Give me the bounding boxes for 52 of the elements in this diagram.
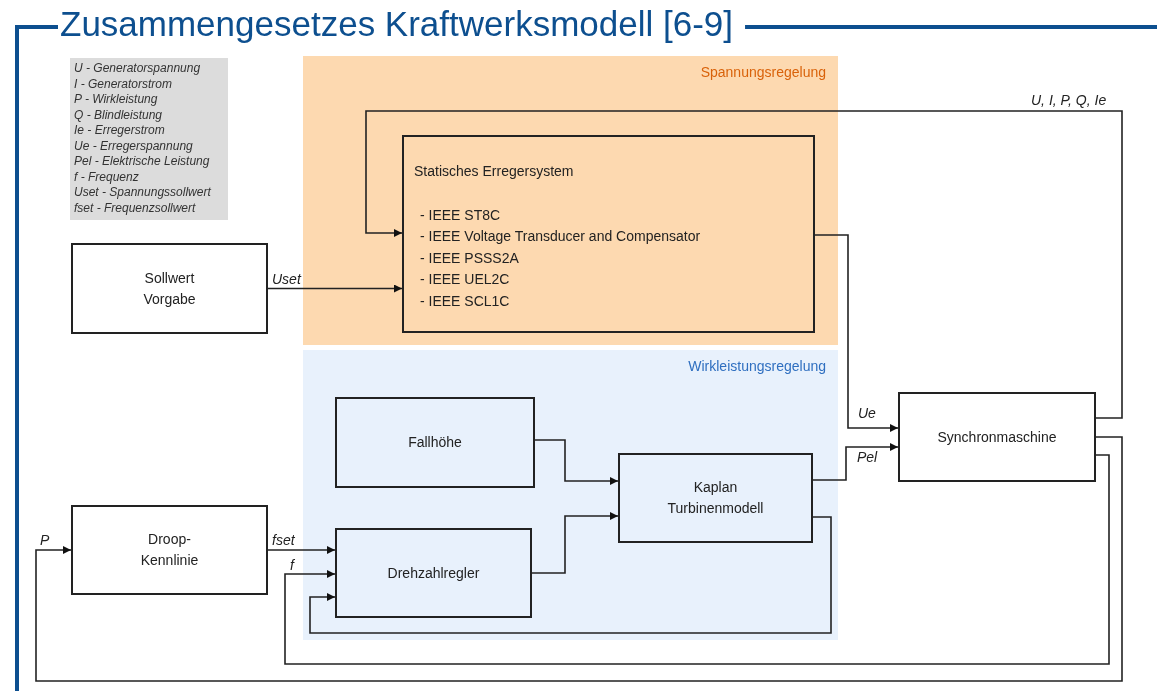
process-box xyxy=(402,135,815,333)
signal-arrow xyxy=(534,439,619,485)
process-box xyxy=(71,505,268,595)
block-label: Droop- Kennlinie xyxy=(140,530,199,570)
model-list-item: - IEEE UEL2C xyxy=(420,270,511,289)
signal-arrow xyxy=(284,454,1110,665)
signal-arrow xyxy=(812,443,899,481)
signal-label: Ue xyxy=(857,405,877,421)
signal-arrow xyxy=(267,546,336,554)
signal-label: fset xyxy=(271,532,296,548)
abbreviation-definition: I - Generatorstrom xyxy=(74,76,174,92)
abbreviation-definition: Pel - Elektrische Leistung xyxy=(74,154,211,170)
signal-arrow xyxy=(531,512,619,574)
signal-label: Uset xyxy=(271,270,302,287)
process-box xyxy=(618,453,813,543)
group-label: Spannungsregelung xyxy=(700,64,826,80)
abbreviation-definition: Uset - Spannungssollwert xyxy=(74,185,212,201)
group-label: Wirkleistungsregelung xyxy=(688,358,826,374)
abbreviation-definition: U - Generatorspannung xyxy=(74,61,202,77)
process-box xyxy=(335,528,532,618)
signal-arrow xyxy=(365,110,1123,419)
signal-arrow xyxy=(35,436,1123,682)
model-list-item: - IEEE ST8C xyxy=(420,205,502,225)
abbreviation-definition: fset - Frequenzsollwert xyxy=(74,200,197,216)
process-box xyxy=(898,392,1096,482)
model-list-item: - IEEE Voltage Transducer and Compensator xyxy=(420,227,702,246)
signal-label: f xyxy=(289,557,295,573)
title: Zusammengesetzes Kraftwerksmodell [6-9] xyxy=(60,3,734,45)
signal-arrow xyxy=(309,516,832,634)
abbreviation-definition: Q - Blindleistung xyxy=(74,107,164,123)
block-label: Drehzahlregler xyxy=(387,563,480,583)
abbreviation-definition: Ie - Erregerstrom xyxy=(74,123,166,139)
block-label: Sollwert Vorgabe xyxy=(143,268,196,309)
abbreviation-legend xyxy=(70,58,228,220)
abbreviation-definition: Ue - Erregerspannung xyxy=(74,138,194,154)
abbreviation-definition: f - Frequenz xyxy=(74,169,140,185)
block-label: Kaplan Turbinenmodell xyxy=(667,478,764,518)
signal-label: U, I, P, Q, Ie xyxy=(1030,92,1108,108)
signal-label: P xyxy=(39,532,51,548)
group-panel xyxy=(303,56,838,345)
block-title: Statisches Erregersystem xyxy=(414,162,575,181)
process-box xyxy=(71,243,268,334)
group-panel xyxy=(303,350,838,640)
signal-label: Pel xyxy=(856,449,879,465)
block-label: Fallhöhe xyxy=(408,433,462,452)
abbreviation-definition: P - Wirkleistung xyxy=(74,92,159,108)
block-label: Synchronmaschine xyxy=(937,427,1057,447)
signal-arrow xyxy=(814,234,899,432)
model-list-item: - IEEE SCL1C xyxy=(420,291,511,311)
process-box xyxy=(335,397,535,488)
model-list-item: - IEEE PSSS2A xyxy=(420,248,520,268)
signal-arrow xyxy=(267,284,403,293)
